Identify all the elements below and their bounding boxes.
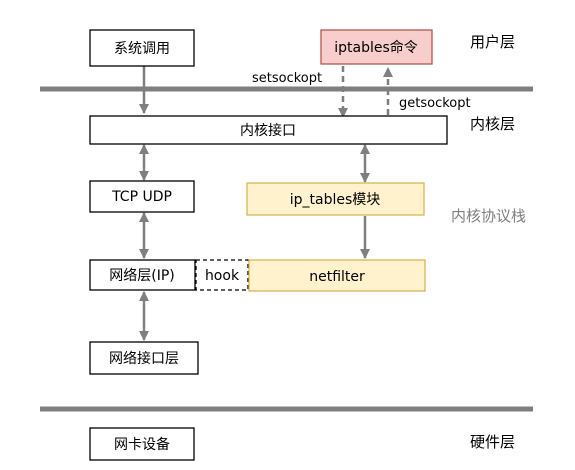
hook-label: hook	[205, 268, 240, 284]
network-layer-box: 网络层(IP)	[89, 259, 196, 291]
hook-box: hook	[195, 259, 249, 291]
protocol-stack-label: 内核协议栈	[451, 207, 526, 225]
netfilter-box: netfilter	[248, 259, 426, 292]
tcp-udp-label: TCP UDP	[111, 189, 172, 205]
iptables-command-box: iptables命令	[320, 29, 433, 65]
kernel-layer-label: 内核层	[470, 115, 515, 133]
ip-tables-module-box: ip_tables模块	[246, 182, 425, 216]
network-interface-layer-box: 网络接口层	[89, 341, 199, 375]
ip-tables-module-label: ip_tables模块	[290, 192, 381, 208]
setsockopt-label: setsockopt	[252, 71, 322, 86]
nic-device-box: 网卡设备	[89, 427, 195, 461]
user-layer-label: 用户层	[470, 33, 515, 51]
netfilter-label: netfilter	[309, 269, 365, 285]
syscall-label: 系统调用	[114, 41, 170, 57]
network-interface-layer-label: 网络接口层	[109, 350, 179, 367]
syscall-box: 系统调用	[89, 29, 195, 67]
getsockopt-label: getsockopt	[399, 96, 471, 111]
kernel-interface-box: 内核接口	[89, 115, 448, 145]
iptables-command-label: iptables命令	[334, 39, 418, 56]
kernel-interface-label: 内核接口	[240, 122, 296, 139]
nic-device-label: 网卡设备	[114, 436, 170, 453]
network-layer-label: 网络层(IP)	[109, 268, 175, 284]
tcp-udp-box: TCP UDP	[89, 180, 195, 213]
hardware-layer-label: 硬件层	[470, 433, 515, 451]
